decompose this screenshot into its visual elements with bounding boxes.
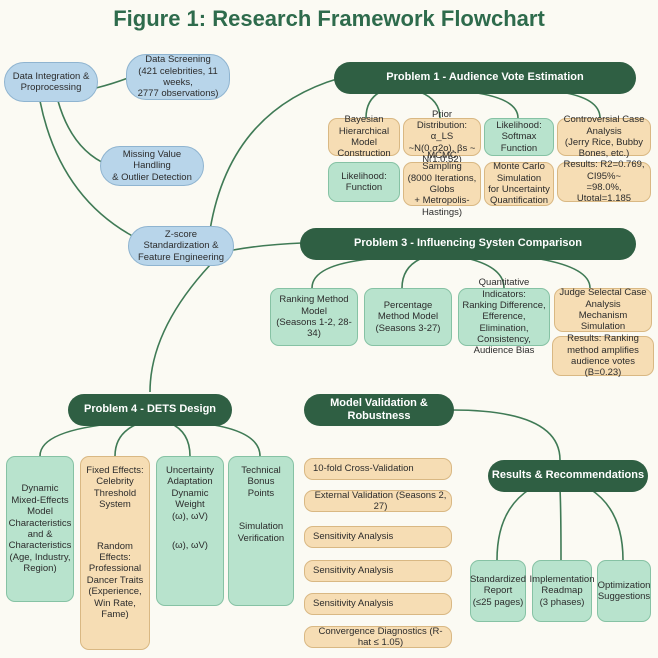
results-header: Results & Recommendations — [488, 460, 648, 492]
validation-header: Model Validation & Robustness — [304, 394, 454, 426]
connector-integration-zscore — [39, 100, 141, 241]
technical-bonus-label: Technical Bonus Points — [241, 465, 281, 499]
validation-item: Sensitivity Analysis — [304, 526, 452, 548]
data-screening-label: Data Screening (421 celebrities, 11 week… — [137, 54, 219, 100]
connector-trunk-problem1 — [209, 77, 341, 231]
connector-p1-b3 — [469, 91, 519, 119]
problem4-col-dynamic-model: Dynamic Mixed-Effects Model Characterist… — [6, 456, 74, 602]
problem1-box-bayesian: Bayesian Hierarchical Model Construction — [328, 114, 400, 159]
problem1-header: Problem 1 - Audience Vote Estimation — [334, 62, 636, 94]
data-integration-node: Data Integration & Proprocessing — [4, 62, 98, 102]
problem3-box-judge-case: Judge Selectal Case Analysis Mechanism S… — [554, 287, 652, 332]
connector-results-r2 — [559, 488, 562, 561]
results-header-label: Results & Recommendations — [491, 469, 645, 482]
problem4-col-uncertainty: Uncertainty Adaptation Dynamic Weight (ω… — [156, 456, 224, 606]
problem3-box-quantitative-indicators: Quantitative Indicators: Ranking Differe… — [458, 277, 550, 356]
uncertainty-weight-label: Uncertainty Adaptation Dynamic Weight (ω… — [165, 465, 215, 522]
missing-value-label: Missing Value Handling & Outlier Detecti… — [112, 148, 192, 183]
zscore-label: Z-score Standardization & Feature Engine… — [137, 228, 225, 263]
fixed-effects-label: Fixed Effects: Celebrity Threshold Syste… — [86, 465, 144, 511]
validation-item: 10-fold Cross-Validation — [304, 458, 452, 480]
problem1-box-results: Results: R2=0.769, CI95%~ =98.0%, Utotal… — [557, 159, 651, 204]
problem1-box-mcmc: MCMC Sampling (8000 Iterations, Globs + … — [403, 150, 481, 218]
results-item-report: Standardized Report (≤25 pages) — [470, 560, 526, 622]
figure-title: Figure 1: Research Framework Flowchart — [113, 6, 545, 31]
connector-p4-c2 — [114, 422, 141, 457]
connector-p4-c4 — [199, 422, 261, 457]
data-integration-label: Data Integration & Proprocessing — [12, 70, 90, 93]
problem3-header-label: Problem 3 - Influencing Systen Compariso… — [354, 237, 582, 250]
connector-trunk-problem4 — [149, 264, 211, 393]
validation-item: Convergence Diagnostics (R-hat ≤ 1.05) — [304, 626, 452, 648]
validation-item: Sensitivity Analysis — [304, 560, 452, 582]
connector-validation-results — [451, 409, 561, 461]
problem1-box-likelihood-function: Likelihood: Function — [328, 162, 400, 202]
connector-p4-c3 — [169, 422, 191, 457]
missing-value-node: Missing Value Handling & Outlier Detecti… — [100, 146, 204, 186]
connector-p3-b1 — [311, 258, 371, 289]
problem1-box-controversial: Controversial Case Analysis (Jerry Rice,… — [557, 114, 651, 159]
random-effects-label: Random Effects: Professional Dancer Trai… — [86, 540, 144, 620]
validation-item: External Validation (Seasons 2, 27) — [304, 490, 452, 512]
connector-p3-b2 — [401, 258, 421, 289]
problem3-box-percentage-model: Percentage Method Model (Seasons 3-27) — [364, 288, 452, 346]
connector-p3-b3 — [469, 258, 505, 289]
connector-p4-c1 — [39, 422, 121, 457]
results-item-roadmap: Implementation Readmap (3 phases) — [530, 560, 594, 622]
problem4-header: Problem 4 - DETS Design — [68, 394, 232, 426]
problem4-header-label: Problem 4 - DETS Design — [83, 403, 217, 416]
problem1-box-monte-carlo: Monte Carlo Simulation for Uncertainty Q… — [484, 161, 554, 206]
connector-results-r1 — [496, 488, 531, 561]
data-screening-node: Data Screening (421 celebrities, 11 week… — [126, 54, 230, 100]
problem3-header: Problem 3 - Influencing Systen Compariso… — [300, 228, 636, 260]
zscore-node: Z-score Standardization & Feature Engine… — [128, 226, 234, 266]
problem4-col-technical: Technical Bonus Points Simulation Verifi… — [228, 456, 294, 606]
results-item-optimization: Optimization Suggestions — [597, 560, 651, 622]
simulation-verification-label: Simulation Verification — [237, 521, 285, 544]
problem3-box-ranking-model: Ranking Method Model (Seasons 1-2, 28-34… — [270, 288, 358, 346]
validation-item: Sensitivity Analysis — [304, 593, 452, 615]
problem1-header-label: Problem 1 - Audience Vote Estimation — [386, 71, 584, 84]
connector-p3-b4 — [539, 258, 591, 289]
problem1-box-prior: Prior Distribution: α_LS ~N(0,σ2o), βs ~… — [403, 109, 481, 165]
problem3-box-results: Results: Ranking method amplifies audien… — [552, 333, 654, 378]
validation-header-label: Model Validation & Robustness — [330, 396, 428, 422]
connector-integration-screening — [95, 77, 129, 89]
problem1-box-likelihood-softmax: Likelihood: Softmax Function — [484, 118, 554, 156]
problem4-col-effects: Fixed Effects: Celebrity Threshold Syste… — [80, 456, 150, 650]
uncertainty-weight-sub-label: (ω), ωV) — [172, 539, 208, 551]
connector-integration-missing — [57, 100, 109, 166]
connector-results-r3 — [589, 488, 624, 561]
